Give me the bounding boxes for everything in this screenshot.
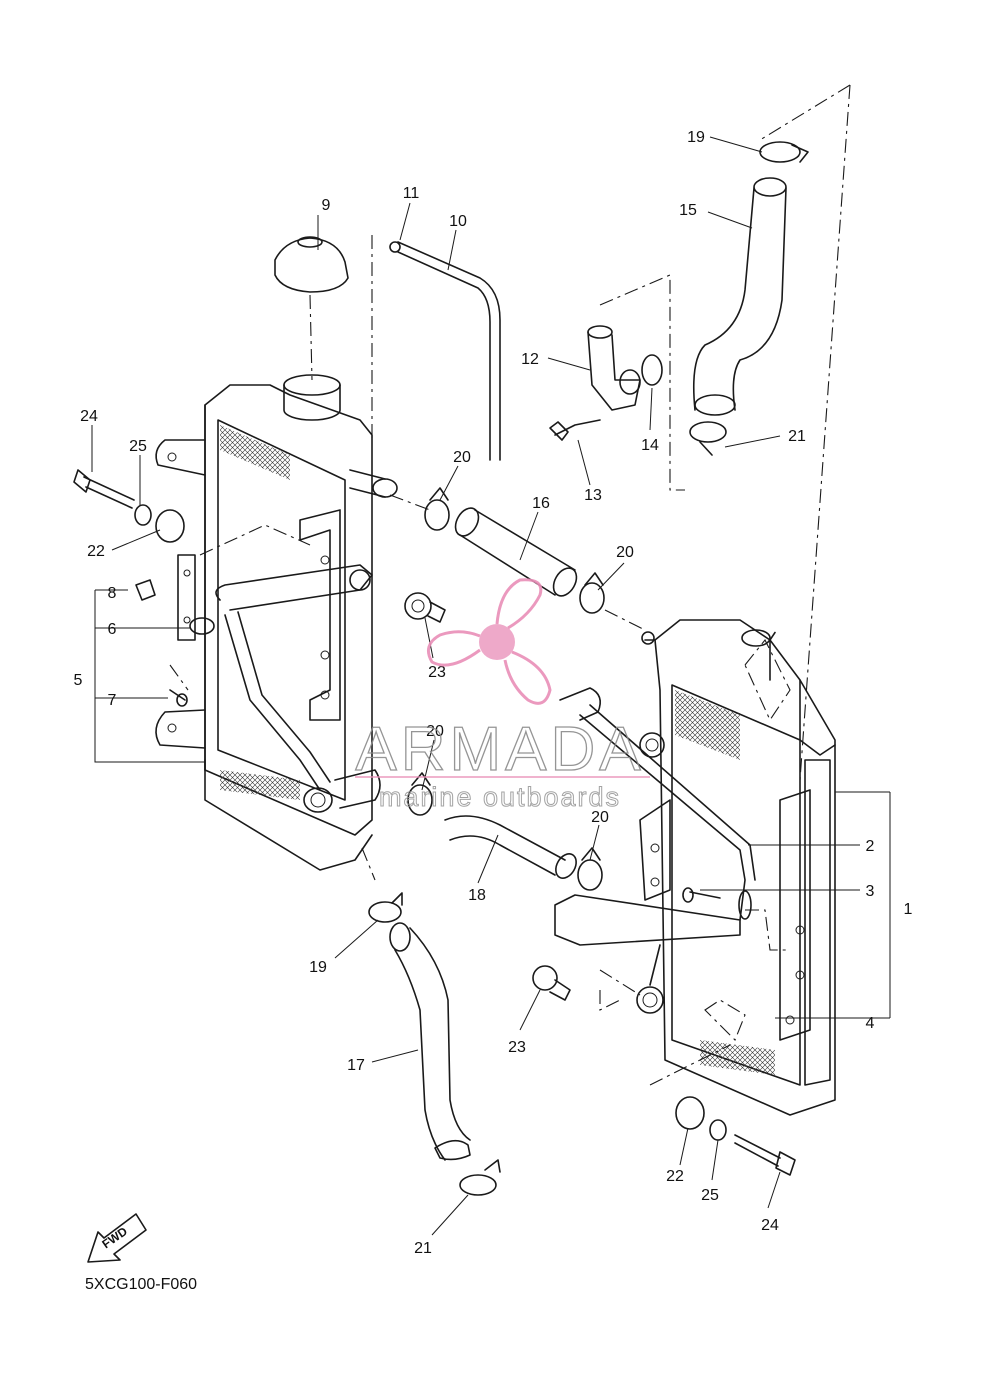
callout-10: 10 xyxy=(449,213,467,230)
callout-24-right: 24 xyxy=(761,1217,779,1234)
callout-6: 6 xyxy=(108,621,117,638)
callout-17: 17 xyxy=(347,1057,365,1074)
callout-4: 4 xyxy=(866,1015,875,1032)
assembly-lines xyxy=(169,84,851,1086)
callout-12: 12 xyxy=(521,351,539,368)
callout-1: 1 xyxy=(904,901,913,918)
callout-23-lower: 23 xyxy=(508,1039,526,1056)
callout-25-right: 25 xyxy=(701,1187,719,1204)
callout-21-bottom: 21 xyxy=(414,1240,432,1257)
right-radiator xyxy=(554,619,836,1116)
callout-3: 3 xyxy=(866,883,875,900)
callout-2: 2 xyxy=(866,838,875,855)
propeller-logo-icon xyxy=(426,578,552,705)
watermark-brand: ARMADA xyxy=(355,715,644,784)
callout-13: 13 xyxy=(584,487,602,504)
group-brackets xyxy=(94,589,891,1019)
callout-20-c: 20 xyxy=(426,723,444,740)
callout-20-b: 20 xyxy=(616,544,634,561)
callout-9: 9 xyxy=(322,197,331,214)
fwd-label: FWD xyxy=(99,1224,130,1251)
callout-22-left: 22 xyxy=(87,543,105,560)
watermark-tagline: marine outboards xyxy=(379,782,621,812)
callout-15: 15 xyxy=(679,202,697,219)
left-radiator xyxy=(155,374,398,871)
callout-labels: 1 2 3 4 5 6 7 8 9 10 11 12 13 14 15 16 1… xyxy=(74,129,913,1257)
callout-20-a: 20 xyxy=(453,449,471,466)
callout-20-d: 20 xyxy=(591,809,609,826)
leader-lines xyxy=(91,136,860,1236)
callout-19-top: 19 xyxy=(687,129,705,146)
callout-11: 11 xyxy=(403,185,420,202)
callout-8: 8 xyxy=(108,585,117,602)
diagram-code: 5XCG100-F060 xyxy=(85,1276,197,1293)
callout-16: 16 xyxy=(532,495,550,512)
loose-parts xyxy=(73,141,809,1196)
callout-23-upper: 23 xyxy=(428,664,446,681)
callout-24-left: 24 xyxy=(80,408,98,425)
callout-14: 14 xyxy=(641,437,659,454)
callout-25-left: 25 xyxy=(129,438,147,455)
callout-21-right: 21 xyxy=(788,428,806,445)
fwd-arrow-icon: FWD xyxy=(87,1213,147,1263)
callout-19-bottom: 19 xyxy=(309,959,327,976)
callout-5: 5 xyxy=(74,672,83,689)
armada-watermark: ARMADA marine outboards xyxy=(355,578,650,813)
callout-22-right: 22 xyxy=(666,1168,684,1185)
callout-7: 7 xyxy=(108,692,117,709)
callout-18: 18 xyxy=(468,887,486,904)
